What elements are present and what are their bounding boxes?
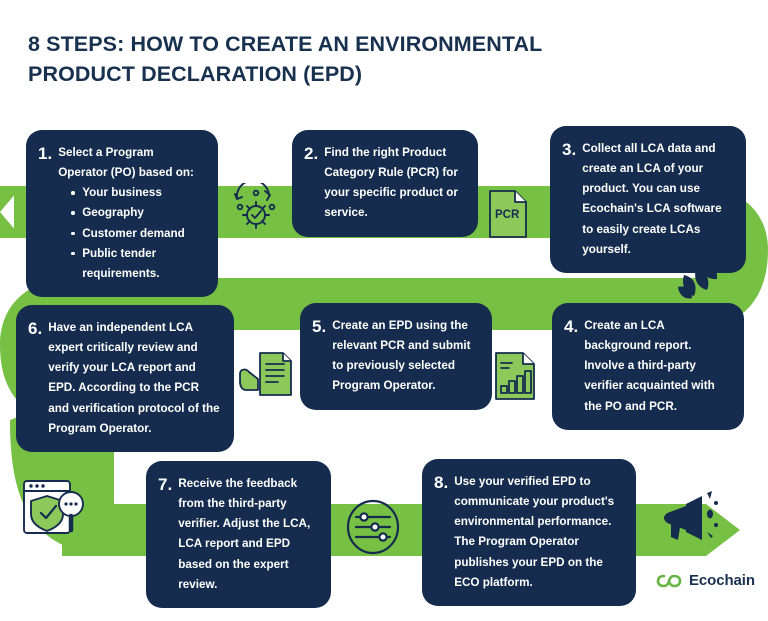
- step-number-6: 6.: [28, 319, 43, 338]
- step-card-8[interactable]: 8. Use your verified EPD to communicate …: [422, 459, 636, 606]
- step-card-7[interactable]: 7. Receive the feedback from the third-p…: [146, 461, 331, 608]
- step-text-5: Create an EPD using the relevant PCR and…: [332, 319, 471, 393]
- step-card-6[interactable]: 6. Have an independent LCA expert critic…: [16, 305, 234, 452]
- gear-check-icon: [234, 183, 276, 229]
- pcr-document-icon: PCR: [489, 190, 527, 238]
- step-number-2: 2.: [304, 144, 319, 163]
- step-bullets-1: Your business Geography Customer demand …: [58, 183, 204, 284]
- step-number-7: 7.: [158, 475, 173, 494]
- logo-text: Ecochain: [689, 572, 755, 589]
- step-text-7: Receive the feedback from the third-part…: [178, 477, 311, 591]
- bar-chart-report-icon: [495, 352, 535, 400]
- step-card-5[interactable]: 5. Create an EPD using the relevant PCR …: [300, 303, 492, 410]
- step-number-4: 4.: [564, 317, 579, 336]
- hand-document-icon: [239, 352, 292, 396]
- pcr-label: PCR: [495, 209, 520, 221]
- step-number-1: 1.: [38, 144, 53, 163]
- step-number-8: 8.: [434, 473, 449, 492]
- step-bullet: Your business: [71, 183, 204, 203]
- ribbon-row1: [0, 186, 22, 238]
- step-card-2[interactable]: 2. Find the right Product Category Rule …: [292, 130, 478, 237]
- page-title: 8 Steps: How to create an Environmental …: [28, 32, 542, 86]
- step-card-4[interactable]: 4. Create an LCA background report. Invo…: [552, 303, 744, 430]
- step-number-5: 5.: [312, 317, 327, 336]
- step-bullet: Customer demand: [71, 224, 204, 244]
- infinity-icon: [656, 574, 682, 587]
- step-body-1: Select a Program Operator (PO) based on:…: [58, 143, 204, 284]
- step-card-1[interactable]: 1. Select a Program Operator (PO) based …: [26, 130, 218, 297]
- step-card-3[interactable]: 3. Collect all LCA data and create an LC…: [550, 126, 746, 273]
- shield-verify-icon: [23, 480, 84, 534]
- leaves-icon: [678, 259, 718, 299]
- step-bullet: Public tender requirements.: [71, 244, 204, 284]
- step-text-2: Find the right Product Category Rule (PC…: [324, 146, 458, 220]
- step-bullet: Geography: [71, 203, 204, 223]
- megaphone-icon: [664, 491, 718, 540]
- step-text-8: Use your verified EPD to communicate you…: [454, 475, 615, 589]
- step-text-4: Create an LCA background report. Involve…: [584, 319, 715, 413]
- step-number-3: 3.: [562, 140, 577, 159]
- sliders-icon: [346, 499, 400, 555]
- ecochain-logo[interactable]: Ecochain: [656, 572, 755, 589]
- step-text-1: Select a Program Operator (PO) based on:: [58, 146, 194, 180]
- step-text-6: Have an independent LCA expert criticall…: [48, 321, 220, 435]
- step-text-3: Collect all LCA data and create an LCA o…: [582, 142, 722, 256]
